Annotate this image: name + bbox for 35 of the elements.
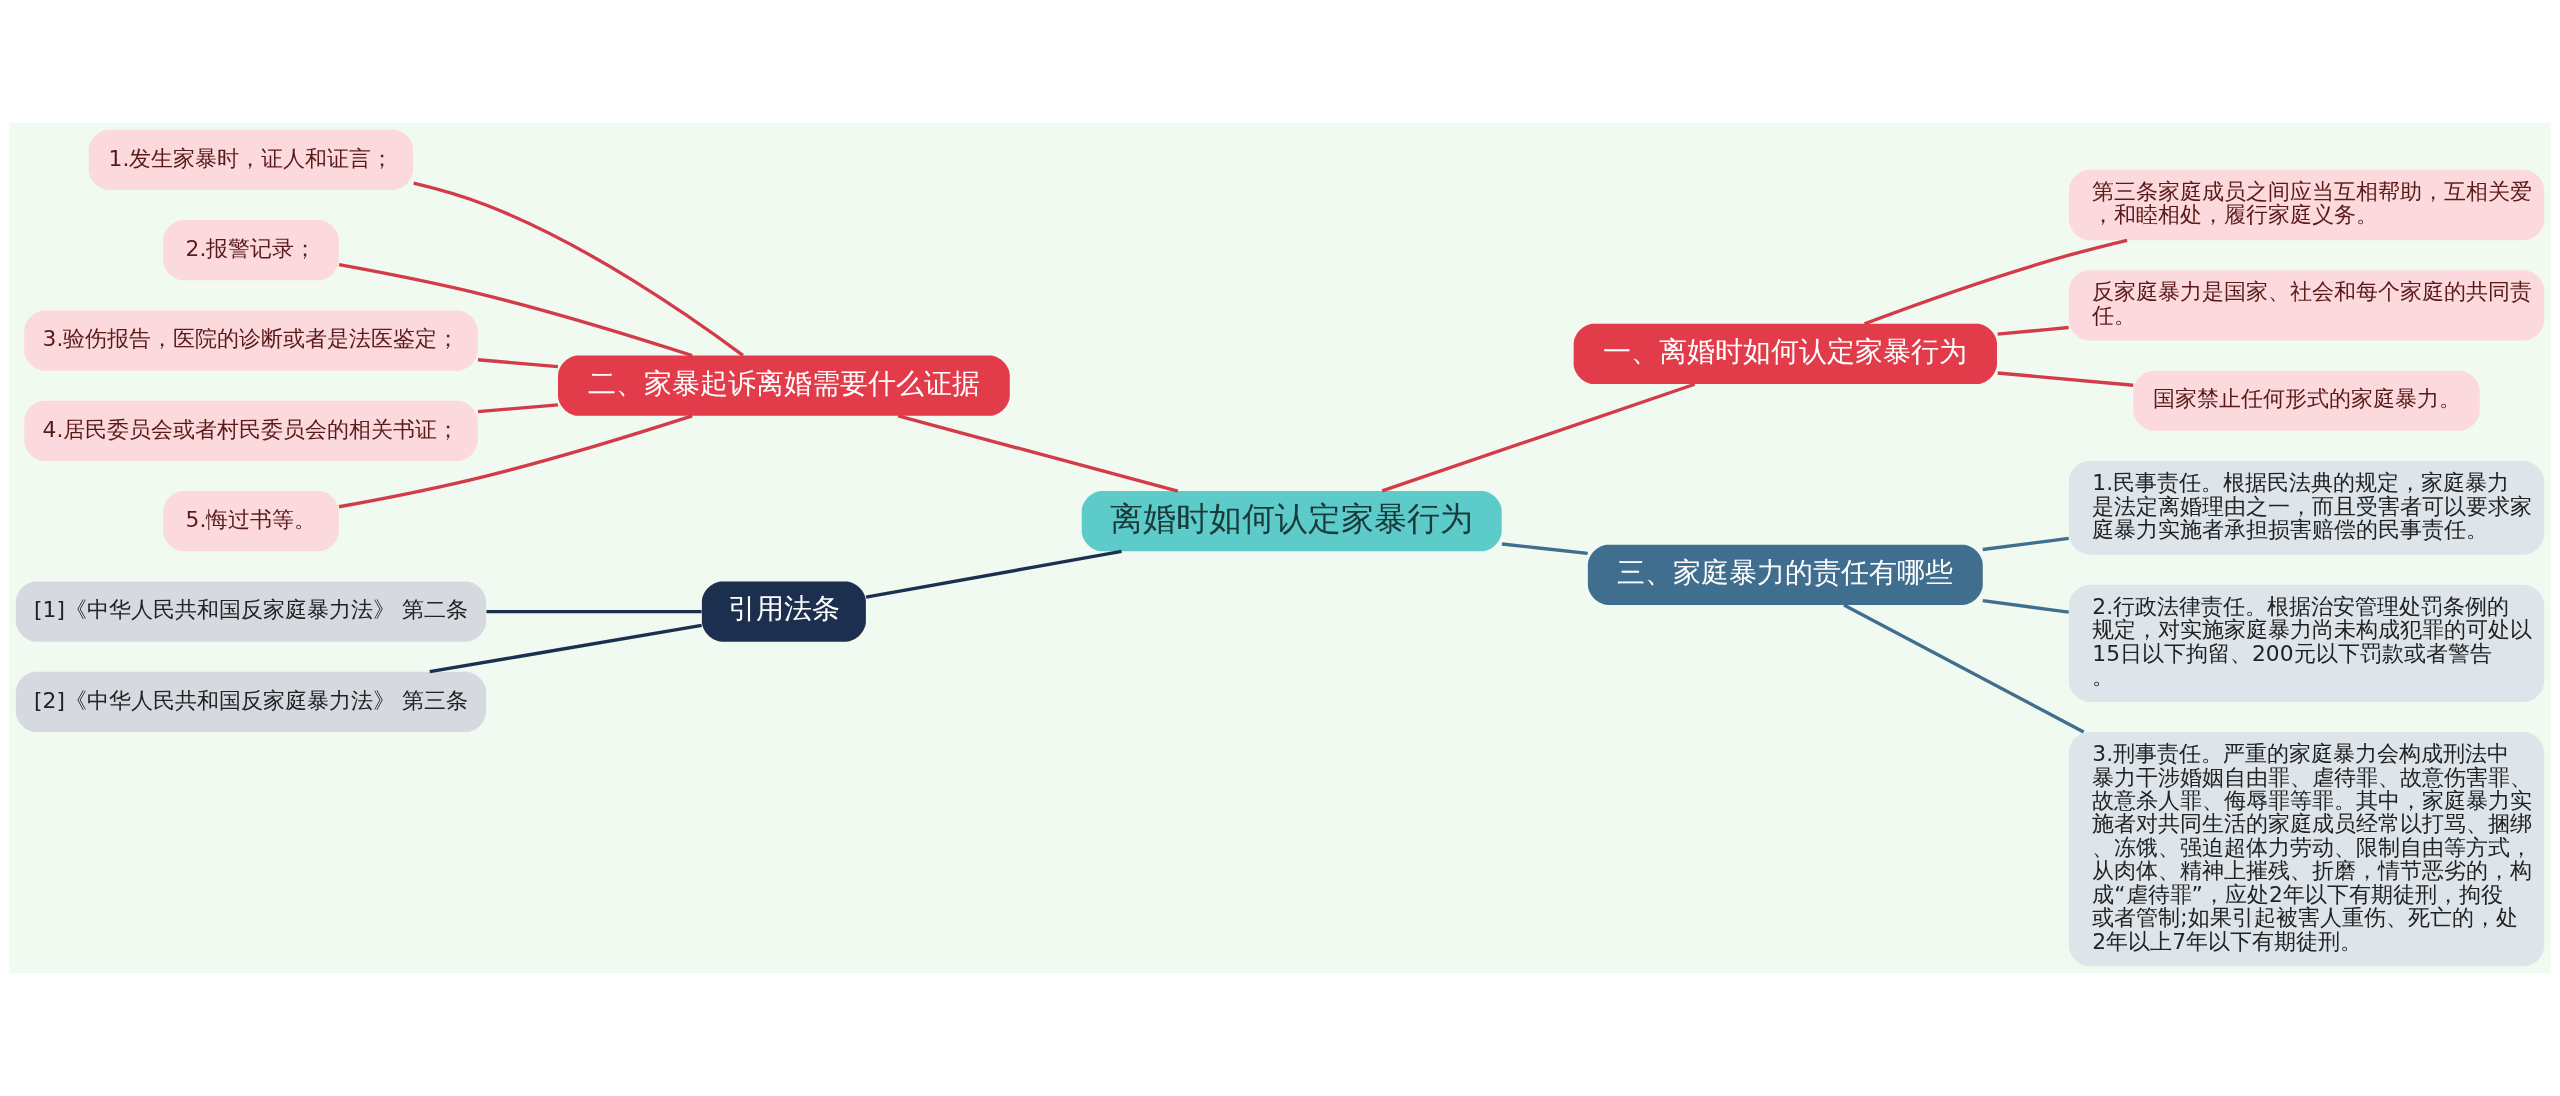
node-box: 1.民事责任。根据民法典的规定，家庭暴力是法定离婚理由之一，而且受害者可以要求家庭暴力实施者承担损害赔偿的民事责任。 bbox=[2068, 461, 2545, 555]
node-box: 3.验伤报告，医院的诊断或者是法医鉴定； bbox=[24, 310, 478, 371]
node-box: 离婚时如何认定家暴行为 bbox=[1081, 491, 1502, 552]
connector bbox=[1982, 536, 2069, 552]
node-box: 反家庭暴力是国家、社会和每个家庭的共同责任。 bbox=[2068, 270, 2545, 341]
connector bbox=[865, 549, 1122, 599]
connector bbox=[429, 623, 702, 674]
node-box: [2]《中华人民共和国反家庭暴力法》 第三条 bbox=[15, 671, 487, 733]
connector bbox=[477, 358, 559, 369]
connector bbox=[1997, 371, 2134, 387]
node-box: 第三条家庭成员之间应当互相帮助，互相关爱，和睦相处，履行家庭义务。 bbox=[2068, 169, 2545, 241]
connector bbox=[338, 414, 693, 509]
node-box: 引用法条 bbox=[701, 581, 866, 642]
node-box: 2.行政法律责任。根据治安管理处罚条例的规定，对实施家庭暴力尚未构成犯罪的可处以15日以下拘留、200元以下罚款或者警告。 bbox=[2068, 584, 2545, 702]
node-box: 3.刑事责任。严重的家庭暴力会构成刑法中暴力干涉婚姻自由罪、虐待罪、故意伤害罪、故意杀人罪、侮辱罪等罪。其中，家庭暴力实施者对共同生活的家庭成员经常以打骂、捆绑、冻饿、强迫超体力劳动、限制自由等方式，从肉体、精神上摧残、折磨，情节恶劣的，构成“虐待罪”，应处2年以下有期徒刑，拘役或者管制;如果引起被害人重伤、死亡的，处2年以上7年以下有期徒刑。 bbox=[2068, 732, 2545, 967]
connector bbox=[1982, 599, 2069, 614]
connector bbox=[897, 414, 1179, 493]
node-box: 一、离婚时如何认定家暴行为 bbox=[1573, 323, 1997, 384]
connector bbox=[1381, 382, 1696, 493]
node-box: 三、家庭暴力的责任有哪些 bbox=[1587, 544, 1983, 605]
connector bbox=[486, 609, 702, 614]
node-box: 2.报警记录； bbox=[163, 220, 339, 281]
node-box: 1.发生家暴时，证人和证言； bbox=[88, 129, 414, 190]
node-box: [1]《中华人民共和国反家庭暴力法》 第二条 bbox=[15, 581, 487, 642]
connector bbox=[1501, 542, 1588, 556]
node-box: 国家禁止任何形式的家庭暴力。 bbox=[2133, 370, 2480, 431]
connector bbox=[1997, 325, 2069, 336]
node-box: 4.居民委员会或者村民委员会的相关书证； bbox=[24, 400, 478, 461]
connector bbox=[413, 181, 744, 357]
connector bbox=[477, 403, 559, 414]
connector bbox=[1843, 603, 2085, 734]
node-box: 5.悔过书等。 bbox=[163, 491, 339, 552]
node-box: 二、家暴起诉离婚需要什么证据 bbox=[558, 355, 1010, 416]
connector bbox=[338, 263, 693, 358]
connector bbox=[1863, 238, 2128, 326]
